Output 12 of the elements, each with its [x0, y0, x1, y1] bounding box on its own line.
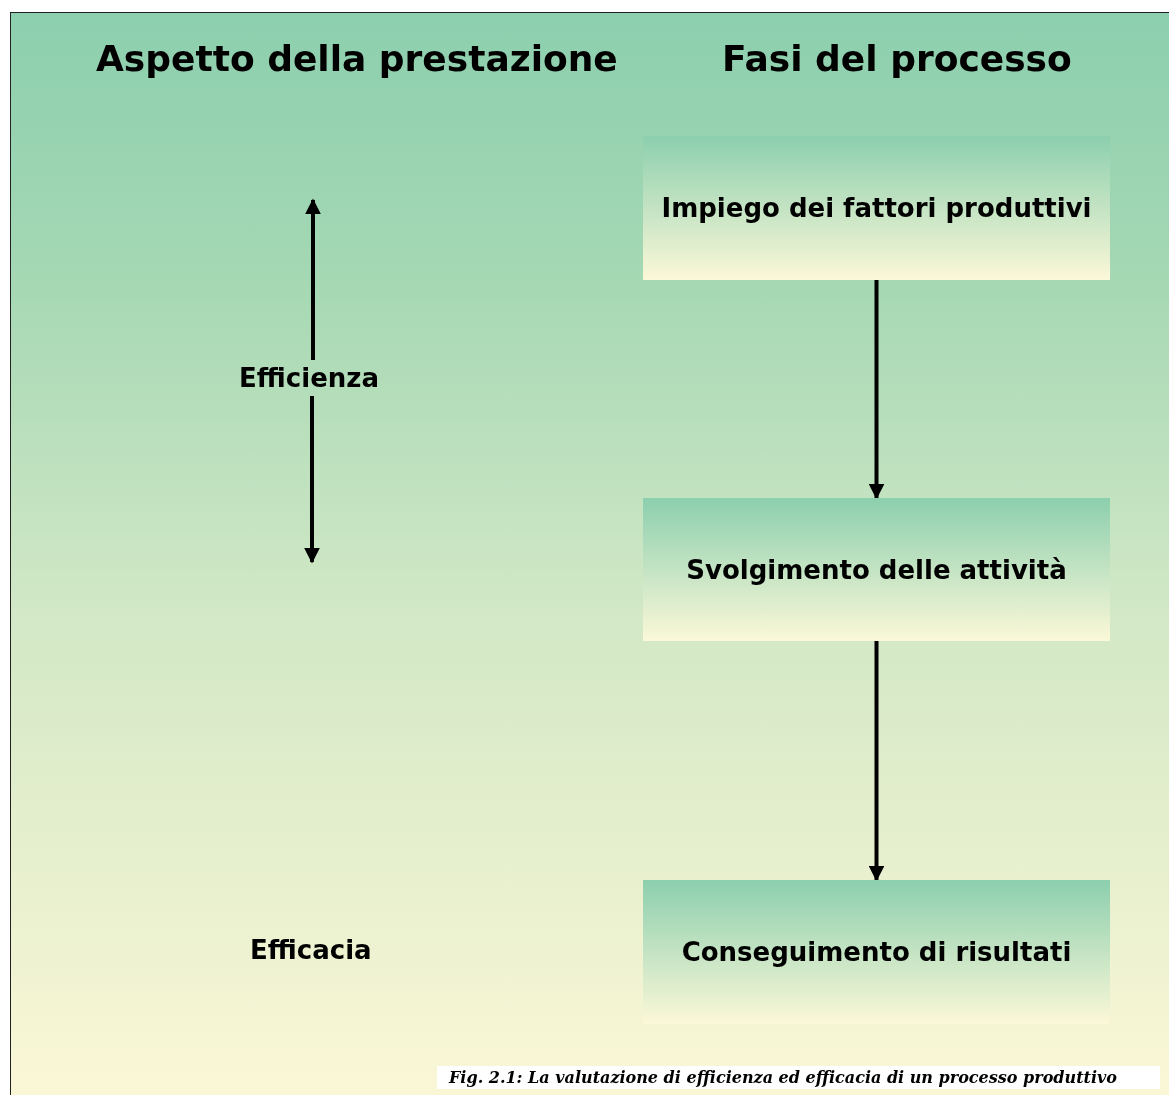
arrow: [868, 641, 885, 882]
column-heading: Fasi del processo: [722, 38, 1072, 79]
column-heading: Aspetto della prestazione: [96, 38, 618, 79]
figure-caption: Fig. 2.1: La valutazione di efficienza ed efficacia di un processo produttivo: [437, 1066, 1160, 1089]
arrow: [305, 198, 321, 360]
text-label: Efficienza: [230, 360, 388, 396]
arrow: [304, 396, 320, 564]
arrow: [868, 280, 885, 500]
process-box: Conseguimento di risultati: [643, 880, 1110, 1024]
process-box: Svolgimento delle attività: [643, 498, 1110, 641]
process-box: Impiego dei fattori produttivi: [643, 136, 1110, 280]
text-label: Efficacia: [250, 935, 372, 965]
